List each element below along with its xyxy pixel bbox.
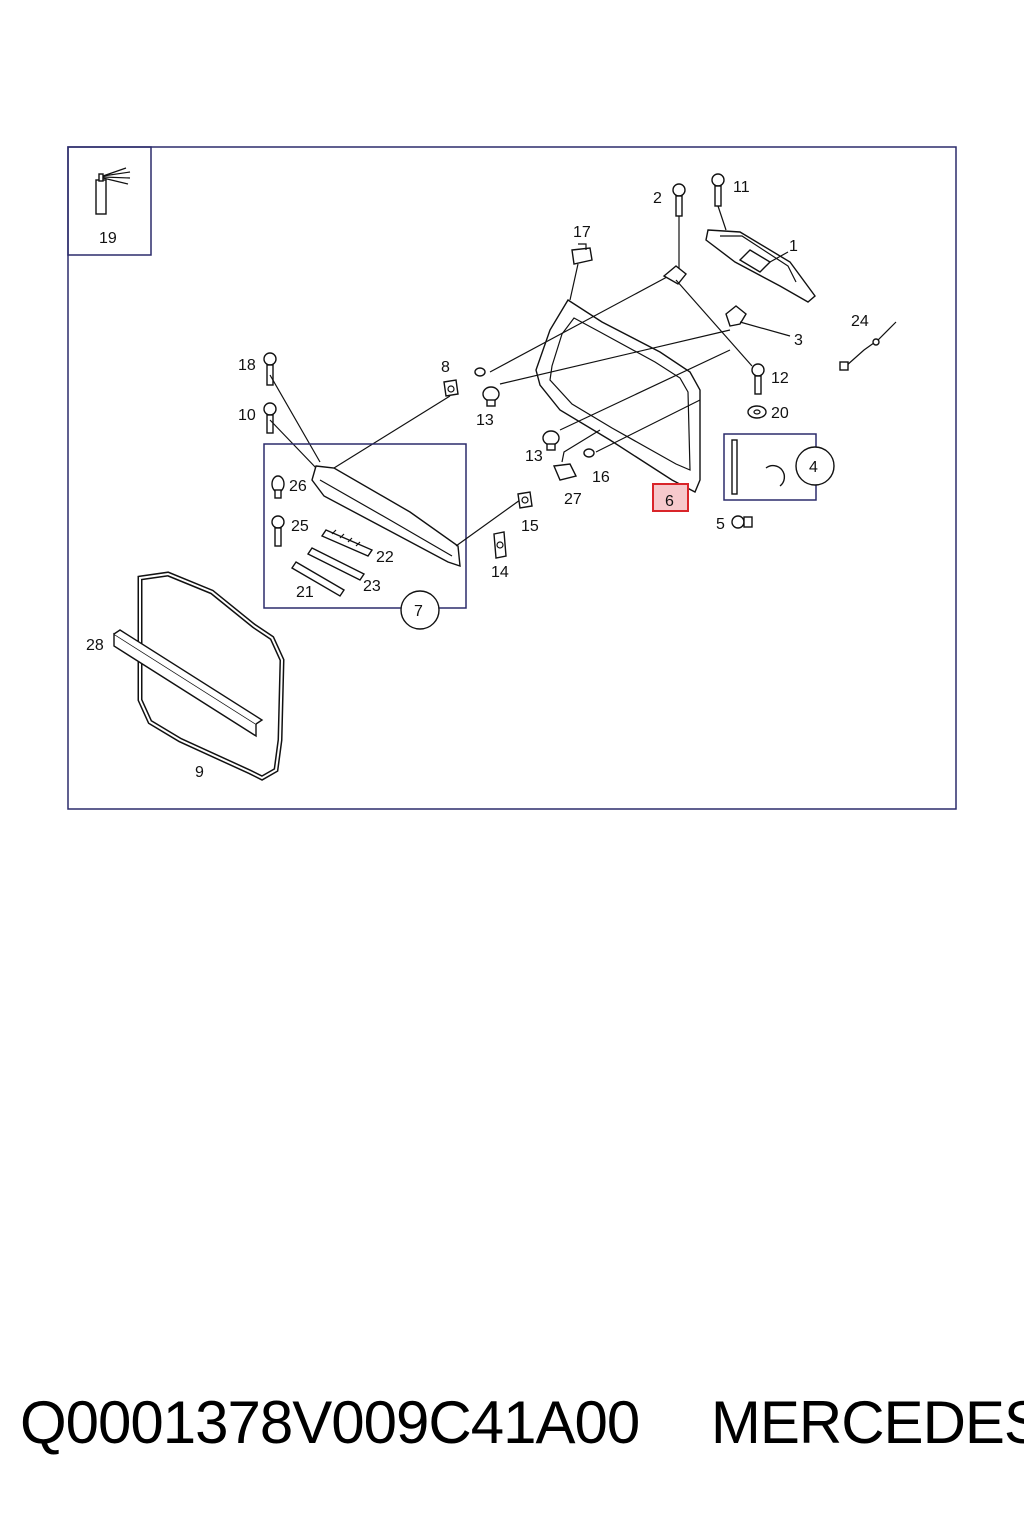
part-4-gas-strut[interactable] xyxy=(731,439,786,495)
bracket-2-hinge xyxy=(662,265,687,285)
brand-name: MERCEDES xyxy=(710,1389,1024,1456)
part-22-led-strip[interactable] xyxy=(320,529,374,557)
item-7-group-box xyxy=(263,443,467,609)
part-13b-grommet[interactable] xyxy=(542,430,560,451)
item-19-box xyxy=(67,146,152,256)
part-1-spoiler[interactable] xyxy=(705,229,816,303)
callout-19[interactable]: 19 xyxy=(99,230,117,247)
part-17-clip[interactable] xyxy=(571,243,593,265)
callout-20[interactable]: 20 xyxy=(771,405,789,422)
diagram-frame xyxy=(67,146,957,810)
callout-25[interactable]: 25 xyxy=(291,518,309,535)
part-9-weatherstrip-seal[interactable] xyxy=(137,571,285,781)
callout-5[interactable]: 5 xyxy=(716,516,725,533)
part-27-pad[interactable] xyxy=(552,463,578,481)
part-caption: Q0001378V009C41A00 MERCEDES xyxy=(20,1388,1024,1468)
callout-23[interactable]: 23 xyxy=(363,578,381,595)
part-7-brake-light-cover[interactable] xyxy=(311,465,461,568)
part-8-clip[interactable] xyxy=(443,379,459,397)
part-15-grommet[interactable] xyxy=(517,491,533,509)
part-26-bulb[interactable] xyxy=(271,475,285,499)
callout-6[interactable]: 6 xyxy=(665,493,674,510)
part-16-washer[interactable] xyxy=(583,448,595,458)
part-24-cable[interactable] xyxy=(839,321,897,371)
callout-28[interactable]: 28 xyxy=(86,637,104,654)
callout-8[interactable]: 8 xyxy=(441,359,450,376)
spray-can-icon xyxy=(95,167,131,215)
callout-27[interactable]: 27 xyxy=(564,491,582,508)
part-23-lens[interactable] xyxy=(306,547,366,581)
callout-14[interactable]: 14 xyxy=(491,564,509,581)
washer-13 xyxy=(474,367,486,377)
callout-13a[interactable]: 13 xyxy=(476,412,494,429)
part-2-bolt[interactable] xyxy=(672,183,686,217)
part-6-liftgate-panel[interactable] xyxy=(535,299,701,493)
callout-4[interactable]: 4 xyxy=(809,459,818,476)
part-28-strip[interactable] xyxy=(113,629,264,738)
part-11-bolt[interactable] xyxy=(711,173,725,207)
callout-22[interactable]: 22 xyxy=(376,549,394,566)
group-4-circle xyxy=(795,446,835,486)
part-3-bracket[interactable] xyxy=(725,305,747,327)
callout-13b[interactable]: 13 xyxy=(525,448,543,465)
callout-16[interactable]: 16 xyxy=(592,469,610,486)
part-18-bolt[interactable] xyxy=(263,352,277,386)
callout-7[interactable]: 7 xyxy=(414,603,423,620)
callout-1[interactable]: 1 xyxy=(789,238,798,255)
callout-3[interactable]: 3 xyxy=(794,332,803,349)
part-5-bumper[interactable] xyxy=(731,515,753,529)
callout-17[interactable]: 17 xyxy=(573,224,591,241)
callout-24[interactable]: 24 xyxy=(851,313,869,330)
part-13a-grommet[interactable] xyxy=(482,386,500,407)
callout-26[interactable]: 26 xyxy=(289,478,307,495)
callout-12[interactable]: 12 xyxy=(771,370,789,387)
callout-2[interactable]: 2 xyxy=(653,190,662,207)
callout-21[interactable]: 21 xyxy=(296,584,314,601)
group-7-circle xyxy=(400,590,440,630)
part-20-grommet[interactable] xyxy=(747,405,767,419)
part-code: Q0001378V009C41A00 xyxy=(20,1389,640,1456)
callout-9[interactable]: 9 xyxy=(195,764,204,781)
part-14-clip[interactable] xyxy=(493,531,507,559)
callout-10[interactable]: 10 xyxy=(238,407,256,424)
callout-15[interactable]: 15 xyxy=(521,518,539,535)
part-10-bolt[interactable] xyxy=(263,402,277,434)
part-21-lens[interactable] xyxy=(291,561,345,597)
part-25-screw[interactable] xyxy=(271,515,285,547)
callout-11[interactable]: 11 xyxy=(733,179,750,196)
highlight-box-6 xyxy=(652,483,689,512)
part-12-bolt[interactable] xyxy=(751,363,765,395)
callout-18[interactable]: 18 xyxy=(238,357,256,374)
